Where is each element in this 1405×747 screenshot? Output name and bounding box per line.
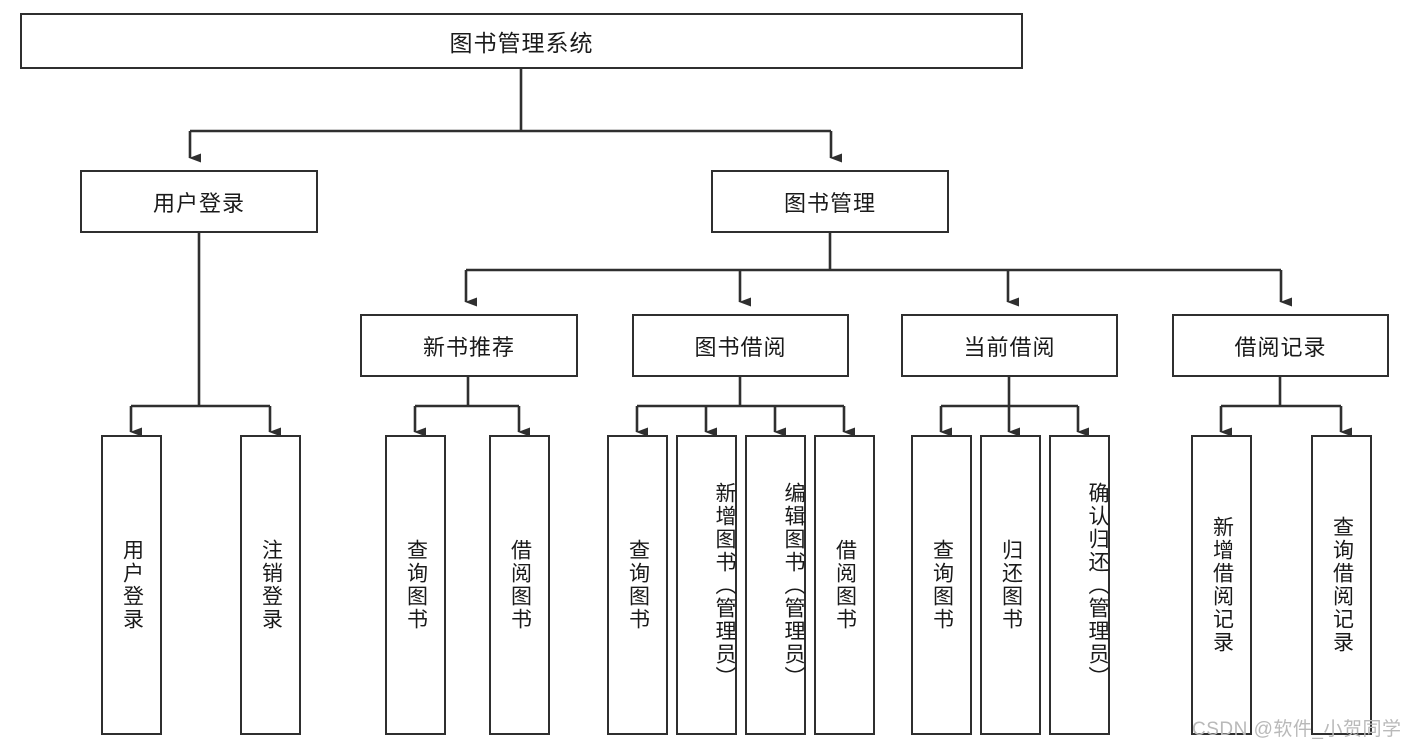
node-root-system[interactable]: 图书管理系统 <box>20 13 1023 69</box>
leaf-return-book[interactable]: 归还图书 <box>980 435 1041 735</box>
node-label: 查询借阅记录 <box>1330 516 1354 654</box>
leaf-query-borrow-record[interactable]: 查询借阅记录 <box>1311 435 1372 735</box>
node-label: 借阅图书 <box>833 539 857 631</box>
node-book-manage[interactable]: 图书管理 <box>711 170 949 233</box>
leaf-logout-login[interactable]: 注销登录 <box>240 435 301 735</box>
node-new-book-recommend[interactable]: 新书推荐 <box>360 314 578 377</box>
node-label: 查询图书 <box>404 539 428 631</box>
node-label: 归还图书 <box>999 539 1023 631</box>
node-label: 图书管理 <box>783 190 876 216</box>
node-current-borrow[interactable]: 当前借阅 <box>901 314 1118 377</box>
csdn-watermark: CSDN @软件_小贺同学 <box>1192 719 1402 740</box>
node-label: 新增图书（管理员） <box>713 481 736 689</box>
leaf-confirm-return[interactable]: 确认归还（管理员） <box>1049 435 1110 735</box>
node-label: 用户登录 <box>120 539 144 631</box>
node-label: 当前借阅 <box>963 334 1056 360</box>
node-label: 注销登录 <box>259 539 283 631</box>
node-label: 确认归还（管理员） <box>1086 481 1109 689</box>
node-label: 借阅记录 <box>1234 334 1327 360</box>
node-label: 借阅图书 <box>508 539 532 631</box>
node-label: 新书推荐 <box>422 334 515 360</box>
node-label: 查询图书 <box>930 539 954 631</box>
node-borrow-record[interactable]: 借阅记录 <box>1172 314 1389 377</box>
node-label: 编辑图书（管理员） <box>782 481 805 689</box>
node-label: 图书管理系统 <box>449 30 594 56</box>
node-book-borrow[interactable]: 图书借阅 <box>632 314 849 377</box>
leaf-borrow-book[interactable]: 借阅图书 <box>814 435 875 735</box>
leaf-query-book-recommend[interactable]: 查询图书 <box>385 435 446 735</box>
leaf-user-login[interactable]: 用户登录 <box>101 435 162 735</box>
node-label: 用户登录 <box>152 190 245 216</box>
node-user-login[interactable]: 用户登录 <box>80 170 318 233</box>
leaf-add-borrow-record[interactable]: 新增借阅记录 <box>1191 435 1252 735</box>
leaf-query-book-current[interactable]: 查询图书 <box>911 435 972 735</box>
leaf-edit-book[interactable]: 编辑图书（管理员） <box>745 435 806 735</box>
leaf-borrow-book-recommend[interactable]: 借阅图书 <box>489 435 550 735</box>
node-label: 新增借阅记录 <box>1210 516 1234 654</box>
node-label: 查询图书 <box>626 539 650 631</box>
node-label: 图书借阅 <box>694 334 787 360</box>
leaf-query-book-borrow[interactable]: 查询图书 <box>607 435 668 735</box>
leaf-add-book[interactable]: 新增图书（管理员） <box>676 435 737 735</box>
